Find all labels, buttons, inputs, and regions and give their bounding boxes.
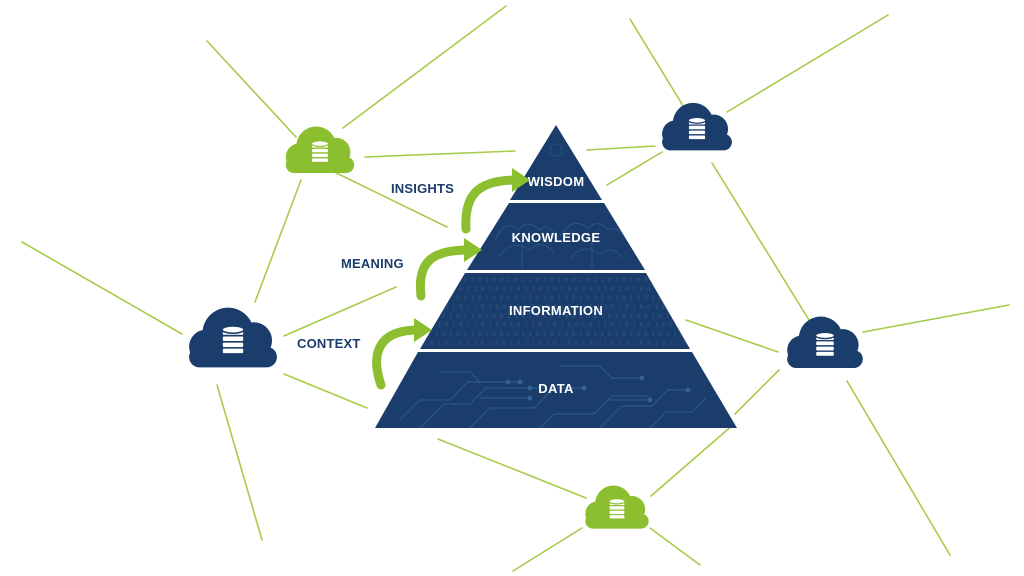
binary-texture-row: 1 0 1 0 1 0 1 1 0 1 0 0 1 0 1 1 0 1 0 1 … bbox=[423, 322, 781, 329]
pyramid-tier-data bbox=[375, 352, 737, 428]
tier-label-information: INFORMATION bbox=[509, 303, 603, 318]
database-icon bbox=[310, 140, 330, 164]
tier-label-knowledge: KNOWLEDGE bbox=[512, 230, 601, 245]
binary-texture-row: 1 0 1 0 1 0 1 1 0 1 0 0 1 0 1 1 0 1 0 1 … bbox=[423, 340, 781, 347]
cloud-database-navy-top-right bbox=[662, 102, 732, 151]
database-icon bbox=[608, 498, 626, 520]
binary-texture-row: 1 0 1 0 1 0 1 1 0 1 0 0 1 0 1 1 0 1 0 1 … bbox=[420, 313, 778, 320]
database-icon bbox=[687, 116, 707, 141]
cloud-database-navy-left bbox=[189, 307, 277, 368]
network-lines bbox=[21, 5, 1010, 572]
tier-label-data: DATA bbox=[538, 381, 574, 396]
binary-texture-row: 1 0 1 0 1 0 1 1 0 1 0 0 1 0 1 1 0 1 0 1 … bbox=[423, 286, 781, 293]
step-label-insights: INSIGHTS bbox=[391, 181, 454, 196]
pyramid-texture: 1 0 1 0 1 0 1 1 0 1 0 0 1 0 1 1 0 1 0 1 … bbox=[399, 143, 781, 428]
curved-arrow-icon bbox=[461, 168, 530, 234]
binary-texture-row: 1 0 1 0 1 0 1 1 0 1 0 0 1 0 1 1 0 1 0 1 … bbox=[420, 295, 778, 302]
database-icon bbox=[814, 331, 836, 358]
cloud-database-green-bottom bbox=[585, 485, 649, 529]
binary-texture-row: 1 0 1 0 1 0 1 1 0 1 0 0 1 0 1 1 0 1 0 1 … bbox=[423, 304, 781, 311]
cloud-database-green-top-left bbox=[285, 126, 355, 173]
step-label-meaning: MEANING bbox=[341, 256, 404, 271]
curved-arrow-icon bbox=[372, 318, 432, 390]
pyramid-tier-information bbox=[420, 273, 690, 349]
pyramid-tier-wisdom bbox=[510, 125, 602, 200]
step-label-context: CONTEXT bbox=[297, 336, 361, 351]
dikw-pyramid: 1 0 1 0 1 0 1 1 0 1 0 0 1 0 1 1 0 1 0 1 … bbox=[375, 125, 781, 428]
curved-arrow-icon bbox=[415, 238, 482, 301]
cloud-database-navy-right bbox=[787, 316, 863, 368]
binary-texture-row: 1 0 1 0 1 0 1 1 0 1 0 0 1 0 1 1 0 1 0 1 … bbox=[420, 277, 778, 284]
database-icon bbox=[221, 325, 245, 355]
binary-texture-row: 1 0 1 0 1 0 1 1 0 1 0 0 1 0 1 1 0 1 0 1 … bbox=[420, 331, 778, 338]
tier-label-wisdom: WISDOM bbox=[528, 174, 585, 189]
